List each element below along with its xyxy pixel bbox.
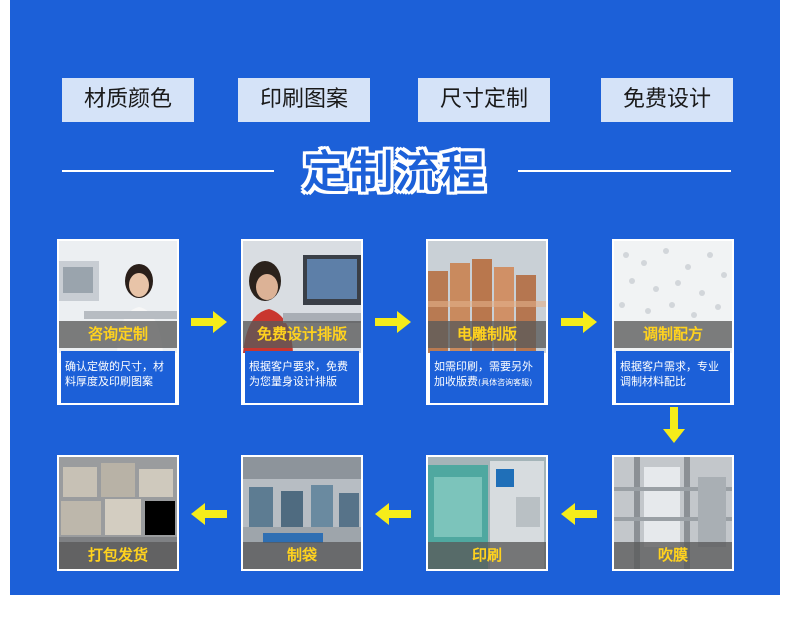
step-label: 印刷 bbox=[428, 542, 546, 569]
arrow-down-icon bbox=[663, 407, 685, 443]
step-label: 免费设计排版 bbox=[243, 321, 361, 348]
step-card-ship: 打包发货 bbox=[57, 455, 179, 571]
tag-material-color: 材质颜色 bbox=[62, 78, 194, 122]
step-label: 咨询定制 bbox=[59, 321, 177, 348]
title-line-left bbox=[62, 170, 274, 172]
step-description: 如需印刷，需要另外加收版费(具体咨询客服) bbox=[430, 351, 544, 403]
tag-free-design: 免费设计 bbox=[601, 78, 733, 122]
step-card-printing: 印刷 bbox=[426, 455, 548, 571]
step-label: 吹膜 bbox=[614, 542, 732, 569]
step-label: 打包发货 bbox=[59, 542, 177, 569]
step-card-blow-film: 吹膜 bbox=[612, 455, 734, 571]
arrow-left-icon bbox=[375, 503, 411, 525]
tag-print-pattern: 印刷图案 bbox=[238, 78, 370, 122]
step-label: 调制配方 bbox=[614, 321, 732, 348]
step-card-engraving: 电雕制版 如需印刷，需要另外加收版费(具体咨询客服) bbox=[426, 239, 548, 405]
section-title: 定制流程 bbox=[303, 147, 487, 198]
step-description: 根据客户需求，专业调制材料配比 bbox=[616, 351, 730, 403]
arrow-right-icon bbox=[191, 311, 227, 333]
arrow-left-icon bbox=[561, 503, 597, 525]
step-card-bag-making: 制袋 bbox=[241, 455, 363, 571]
step-card-free-design: 免费设计排版 根据客户要求，免费为您量身设计排版 bbox=[241, 239, 363, 405]
step-card-formula: 调制配方 根据客户需求，专业调制材料配比 bbox=[612, 239, 734, 405]
title-line-right bbox=[518, 170, 731, 172]
step-description: 确认定做的尺寸，材料厚度及印刷图案 bbox=[61, 351, 175, 403]
step-label: 制袋 bbox=[243, 542, 361, 569]
step-label: 电雕制版 bbox=[428, 321, 546, 348]
arrow-left-icon bbox=[191, 503, 227, 525]
arrow-right-icon bbox=[561, 311, 597, 333]
step-card-consult: 咨询定制 确认定做的尺寸，材料厚度及印刷图案 bbox=[57, 239, 179, 405]
step-description: 根据客户要求，免费为您量身设计排版 bbox=[245, 351, 359, 403]
arrow-right-icon bbox=[375, 311, 411, 333]
tag-size-custom: 尺寸定制 bbox=[418, 78, 550, 122]
